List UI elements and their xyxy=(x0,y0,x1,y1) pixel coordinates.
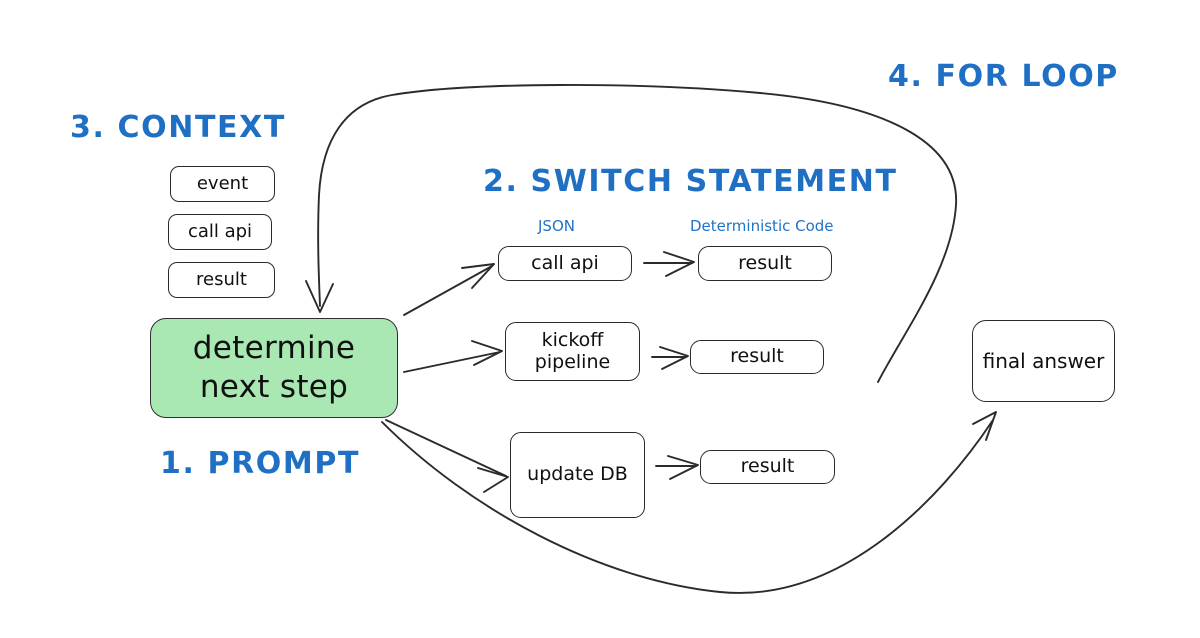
arrow-prompt-to-update-db-line xyxy=(385,419,507,477)
for-loop-arrowhead xyxy=(305,280,334,313)
column-label-json: JSON xyxy=(538,217,575,235)
arrow-prompt-to-update-db-head xyxy=(477,467,509,493)
branch-result-kickoff-pipeline[interactable]: result xyxy=(690,340,824,374)
for-loop-arrow-path xyxy=(317,84,957,383)
kickoff-pipeline-line-1: kickoff xyxy=(541,328,604,351)
determine-next-step-line-1: determine xyxy=(192,330,356,367)
arrow-prompt-to-call-api-head xyxy=(461,263,495,289)
branch-action-call-api[interactable]: call api xyxy=(498,246,632,281)
branch-action-kickoff-pipeline[interactable]: kickoff pipeline xyxy=(505,322,640,381)
branch-action-update-db[interactable]: update DB xyxy=(510,432,645,518)
context-item-result[interactable]: result xyxy=(168,262,275,298)
arrow-prompt-to-final-answer-head xyxy=(972,411,997,441)
branch-result-update-db[interactable]: result xyxy=(700,450,835,484)
determine-next-step-node[interactable]: determine next step xyxy=(150,318,398,418)
context-item-event[interactable]: event xyxy=(170,166,275,202)
heading-context: 3. CONTEXT xyxy=(70,110,286,145)
arrow-prompt-to-final-answer-line xyxy=(381,419,994,594)
arrow-prompt-to-kickoff-head xyxy=(471,340,503,366)
arrow-prompt-to-kickoff-line xyxy=(403,351,501,373)
heading-for-loop: 4. FOR LOOP xyxy=(888,59,1119,94)
context-item-call-api[interactable]: call api xyxy=(168,214,272,250)
arrow-update-db-to-result-head xyxy=(667,455,699,480)
heading-prompt: 1. PROMPT xyxy=(160,446,361,481)
final-answer-node[interactable]: final answer xyxy=(972,320,1115,402)
arrow-call-api-to-result-head xyxy=(663,251,695,277)
arrow-prompt-to-call-api-line xyxy=(403,265,493,316)
heading-switch-statement: 2. SWITCH STATEMENT xyxy=(483,164,898,199)
branch-result-call-api[interactable]: result xyxy=(698,246,832,281)
kickoff-pipeline-line-2: pipeline xyxy=(534,350,611,373)
arrow-kickoff-to-result-head xyxy=(659,346,689,370)
determine-next-step-line-2: next step xyxy=(199,369,349,405)
column-label-deterministic-code: Deterministic Code xyxy=(690,217,834,235)
